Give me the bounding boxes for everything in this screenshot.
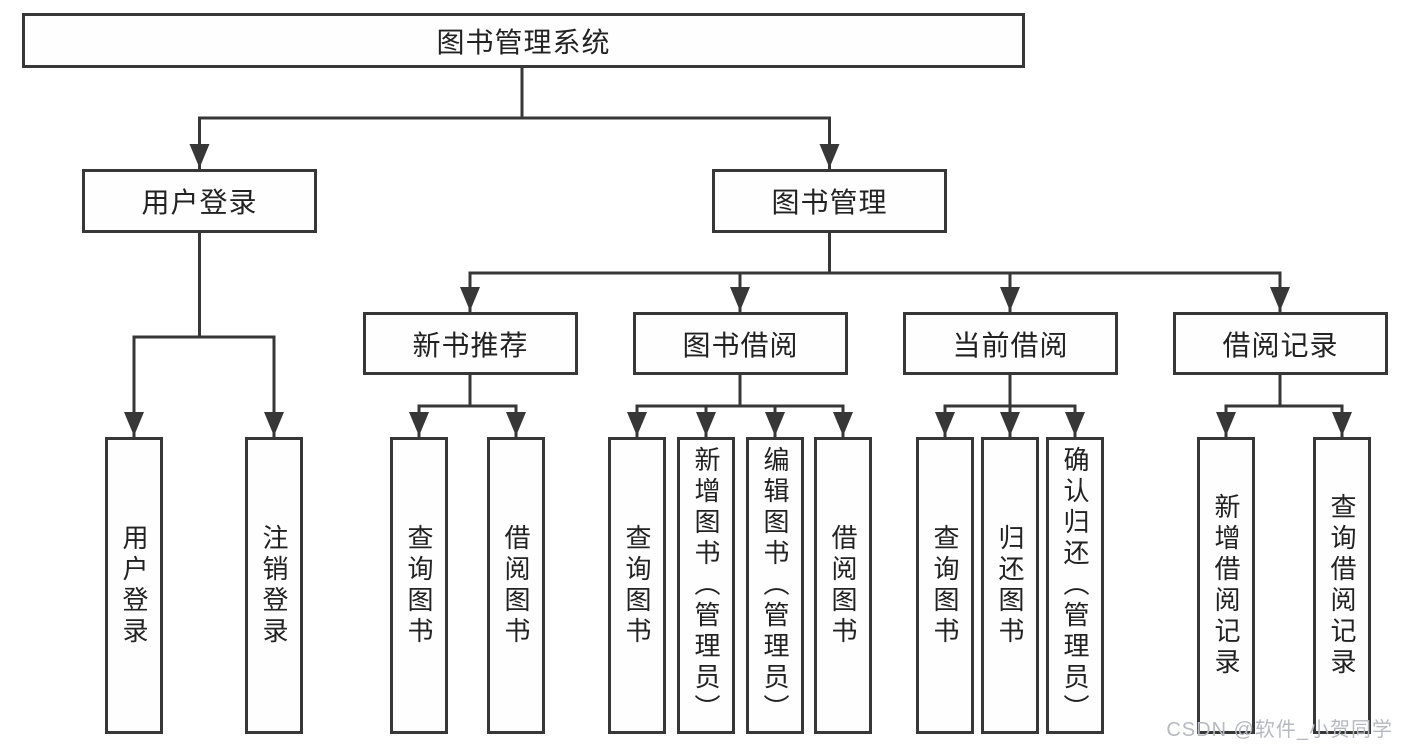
node-borrow-records: 借阅记录 xyxy=(1173,312,1388,375)
node-book-borrow: 图书借阅 xyxy=(633,312,848,375)
leaf-user-login: 用户登录 xyxy=(105,437,163,734)
node-current-borrow: 当前借阅 xyxy=(903,312,1118,375)
leaf-add-book-admin: 新增图书（管理员） xyxy=(677,437,735,734)
leaf-edit-book-admin: 编辑图书（管理员） xyxy=(746,437,804,734)
node-user-login: 用户登录 xyxy=(82,169,317,233)
leaf-logout: 注销登录 xyxy=(245,437,303,734)
leaf-borrow-books: 借阅图书 xyxy=(814,437,872,734)
leaf-confirm-return-admin: 确认归还（管理员） xyxy=(1046,437,1104,734)
leaf-query-books-borrow: 查询图书 xyxy=(608,437,666,734)
leaf-borrow-books-recommend: 借阅图书 xyxy=(487,437,545,734)
node-new-book-recommend: 新书推荐 xyxy=(363,312,578,375)
node-book-management: 图书管理 xyxy=(712,169,947,233)
leaf-query-books-recommend: 查询图书 xyxy=(390,437,448,734)
leaf-query-borrow-record: 查询借阅记录 xyxy=(1313,437,1371,734)
leaf-return-books: 归还图书 xyxy=(981,437,1039,734)
leaf-query-books-current: 查询图书 xyxy=(916,437,974,734)
csdn-watermark: CSDN @软件_小贺同学 xyxy=(1166,719,1393,741)
leaf-add-borrow-record: 新增借阅记录 xyxy=(1197,437,1255,734)
node-root-system: 图书管理系统 xyxy=(22,13,1025,68)
